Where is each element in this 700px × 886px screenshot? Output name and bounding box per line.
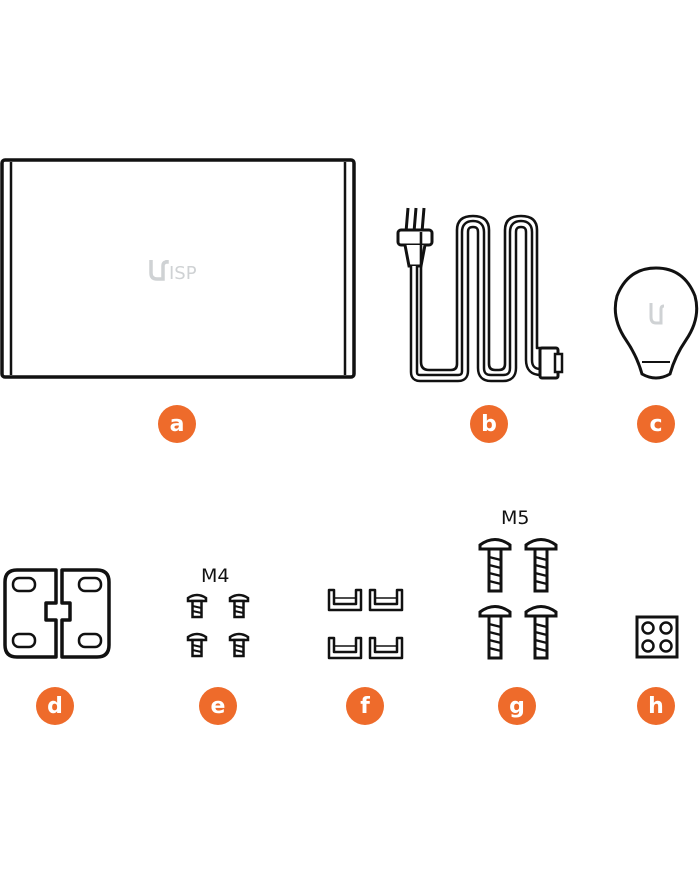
badge-label-c: c (649, 412, 662, 437)
bracket-icon (3, 568, 111, 659)
clip-icon (327, 588, 404, 660)
badge-h: h (637, 687, 675, 725)
badge-a: a (158, 405, 196, 443)
rubber-feet-icon (635, 615, 679, 659)
m4-size-label: M4 (201, 565, 229, 587)
isp-console-icon: ISP (0, 158, 356, 379)
badge-c: c (637, 405, 675, 443)
badge-label-b: b (481, 412, 497, 437)
device-logo-text: ISP (169, 263, 197, 284)
badge-label-g: g (509, 694, 525, 719)
ui-logo-icon (149, 260, 169, 281)
badge-f: f (346, 687, 384, 725)
m5-size-label: M5 (501, 507, 529, 529)
power-cord-icon (396, 207, 564, 383)
badge-label-f: f (360, 694, 370, 719)
led-bulb-icon (613, 266, 699, 380)
badge-d: d (36, 687, 74, 725)
badge-label-d: d (47, 694, 63, 719)
badge-g: g (498, 687, 536, 725)
badge-label-a: a (170, 412, 185, 437)
badge-label-e: e (211, 694, 226, 719)
badge-label-h: h (648, 694, 664, 719)
badge-e: e (199, 687, 237, 725)
screw-icon (478, 538, 558, 660)
badge-b: b (470, 405, 508, 443)
screw-icon (186, 593, 250, 658)
